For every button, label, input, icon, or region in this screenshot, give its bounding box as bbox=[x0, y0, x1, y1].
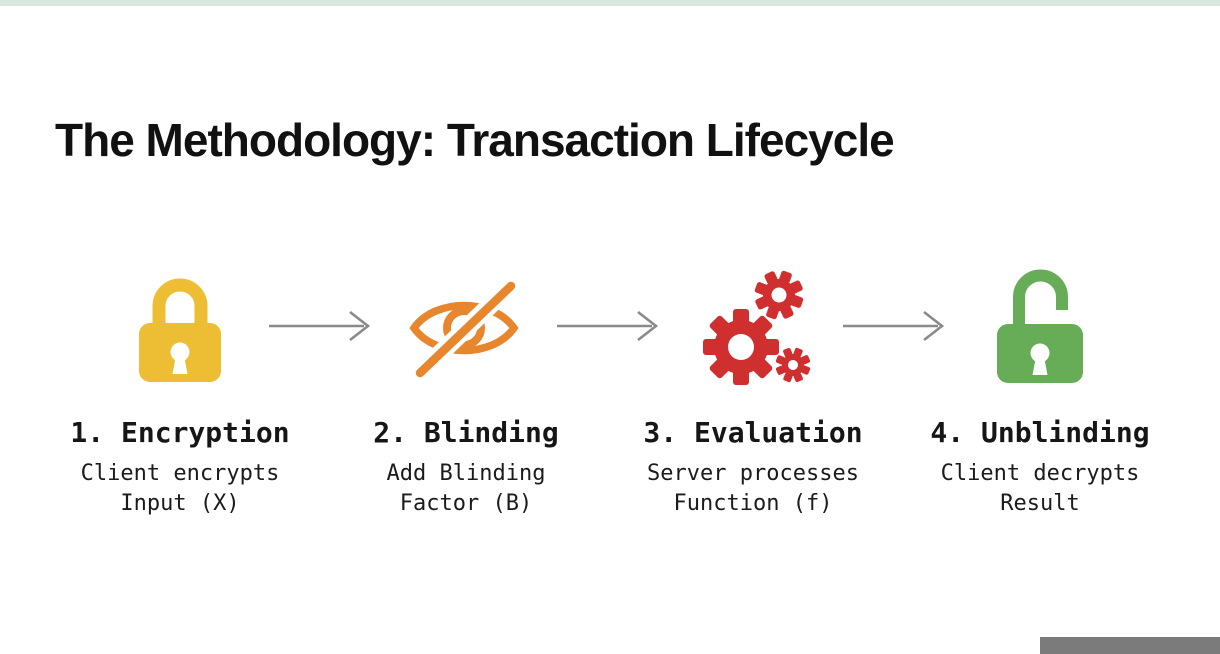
step-icon-box bbox=[136, 260, 224, 390]
step-description: Add Blinding Factor (B) bbox=[387, 459, 546, 518]
step-icon-box bbox=[405, 260, 527, 390]
gears-icon bbox=[703, 270, 811, 385]
arrow-right-icon bbox=[557, 310, 659, 342]
step-column-evaluation: 3. Evaluation Server processes Function … bbox=[613, 260, 893, 518]
step-icon-box bbox=[994, 260, 1086, 390]
step-description: Server processes Function (f) bbox=[647, 459, 859, 518]
step-column-blinding: 2. Blinding Add Blinding Factor (B) bbox=[326, 260, 606, 518]
step-label: 4. Unblinding bbox=[930, 416, 1150, 449]
step-column-unblinding: 4. Unblinding Client decrypts Result bbox=[900, 260, 1180, 518]
arrow-right-icon bbox=[843, 310, 945, 342]
top-strip bbox=[0, 0, 1220, 6]
step-column-encryption: 1. Encryption Client encrypts Input (X) bbox=[40, 260, 320, 518]
step-label: 1. Encryption bbox=[70, 416, 290, 449]
step-description-line: Server processes bbox=[647, 461, 859, 486]
lock-open-icon bbox=[997, 269, 1083, 383]
step-description-line: Client encrypts bbox=[80, 461, 280, 486]
step-description-line: Add Blinding bbox=[386, 461, 546, 486]
step-description: Client decrypts Result bbox=[941, 459, 1140, 518]
step-label: 3. Evaluation bbox=[643, 416, 863, 449]
eye-off-icon bbox=[409, 281, 519, 378]
step-icon-box bbox=[691, 260, 815, 390]
step-label: 2. Blinding bbox=[373, 416, 559, 449]
lock-closed-icon bbox=[139, 278, 221, 382]
step-description-line: Input (X) bbox=[120, 490, 240, 516]
page-title: The Methodology: Transaction Lifecycle bbox=[55, 113, 895, 166]
step-description: Client encrypts Input (X) bbox=[81, 459, 280, 518]
step-description-line: Client decrypts bbox=[940, 461, 1140, 486]
step-description-line: Function (f) bbox=[673, 490, 833, 516]
step-description-line: Result bbox=[1000, 490, 1080, 516]
arrow-right-icon bbox=[269, 310, 371, 342]
step-description-line: Factor (B) bbox=[399, 490, 533, 516]
footer-progress-bar bbox=[1040, 637, 1220, 654]
